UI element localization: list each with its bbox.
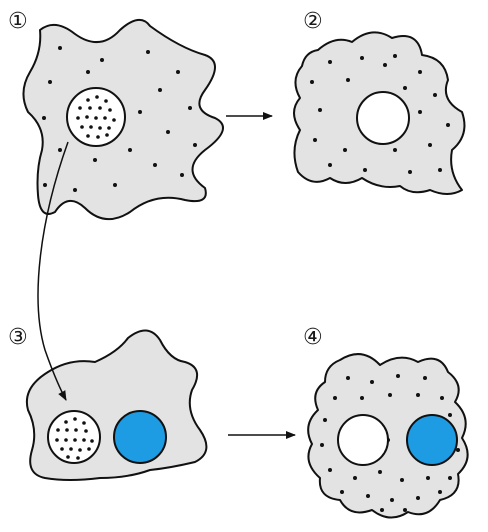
- step-label-1: ①: [8, 9, 28, 34]
- cell-2: [294, 32, 464, 194]
- cell-3-membrane: [27, 330, 207, 480]
- cell-3-blue-nucleus: [114, 411, 166, 463]
- cell-4: [308, 354, 467, 517]
- cell-2-empty-nucleus: [357, 92, 409, 144]
- cell-4-blue-nucleus: [407, 415, 457, 465]
- cell-3: [27, 330, 207, 480]
- cell-4-empty-nucleus: [338, 415, 388, 465]
- step-label-3: ③: [8, 325, 28, 350]
- step-label-2: ②: [303, 9, 323, 34]
- step-label-4: ④: [303, 325, 323, 350]
